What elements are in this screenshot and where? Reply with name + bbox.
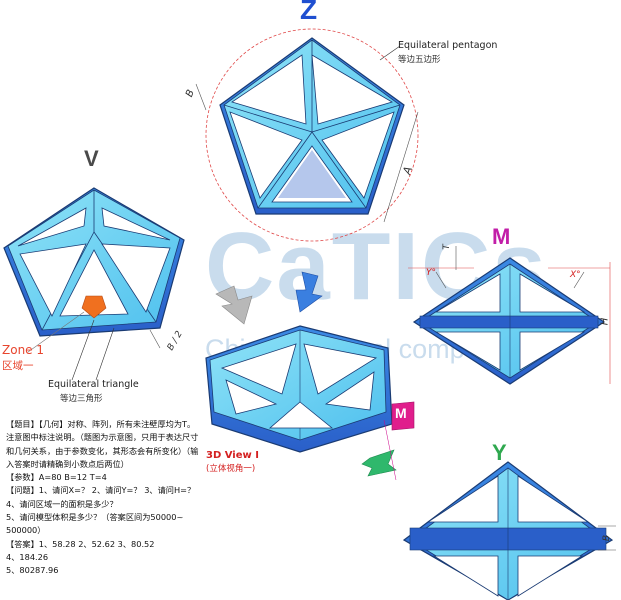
dim-b-y: B: [602, 534, 613, 542]
problem-line: 和几何关系，由于参数变化，其形态会有所变化）（输: [6, 445, 199, 456]
view-label-m: M: [492, 224, 511, 249]
label-3d-view-en: 3D View I: [206, 450, 259, 461]
problem-line: 注意图中标注说明。（题图为示意图，只用于表达尺寸: [6, 432, 199, 443]
problem-text: 【题目】【几何】对称、阵列，所有未注壁厚均为T。 注意图中标注说明。（题图为示意…: [6, 418, 216, 578]
m-view: [408, 246, 611, 385]
label-triangle-cn: 等边三角形: [60, 394, 103, 404]
problem-line: 入答案时请精确到小数点后两位）: [6, 458, 129, 469]
problem-line: 4、184.26: [6, 551, 49, 562]
problem-line: 5、80287.96: [6, 565, 59, 576]
dim-y-prime: Y°: [426, 268, 436, 278]
v-view: [3, 187, 185, 381]
dim-t: T: [441, 244, 452, 250]
dim-x-prime: X°: [570, 270, 581, 280]
view-3d: [205, 271, 415, 481]
label-pentagon-en: Equilateral pentagon: [398, 40, 498, 51]
label-zone-en: Zone 1: [2, 343, 44, 357]
problem-line: 5、请问模型体积是多少？（答案区间为50000~: [6, 512, 184, 523]
problem-line: 【问题】1、请问X=？ 2、请问Y=？ 3、请问H=？: [6, 485, 196, 496]
label-pentagon-cn: 等边五边形: [398, 55, 441, 65]
problem-line: 4、请问区域一的面积是多少？: [6, 498, 118, 509]
label-triangle-en: Equilateral triangle: [48, 379, 139, 390]
label-3d-view-cn: (立体视角一): [206, 464, 256, 474]
dim-h: H: [599, 317, 611, 326]
y-view: [402, 461, 616, 600]
z-view: [195, 28, 419, 242]
label-zone-cn: 区域一: [2, 360, 34, 372]
problem-line: 【题目】【几何】对称、阵列，所有未注壁厚均为T。: [6, 419, 196, 429]
view-label-z: Z: [300, 0, 318, 25]
problem-line: 【参数】A=80 B=12 T=4: [6, 472, 107, 483]
problem-line: 500000）: [6, 525, 46, 536]
problem-line: 【答案】1、58.28 2、52.62 3、80.52: [6, 538, 155, 549]
view-label-y: Y: [492, 440, 507, 465]
view-label-v: V: [84, 146, 99, 171]
view-badge-m: M: [395, 405, 407, 421]
